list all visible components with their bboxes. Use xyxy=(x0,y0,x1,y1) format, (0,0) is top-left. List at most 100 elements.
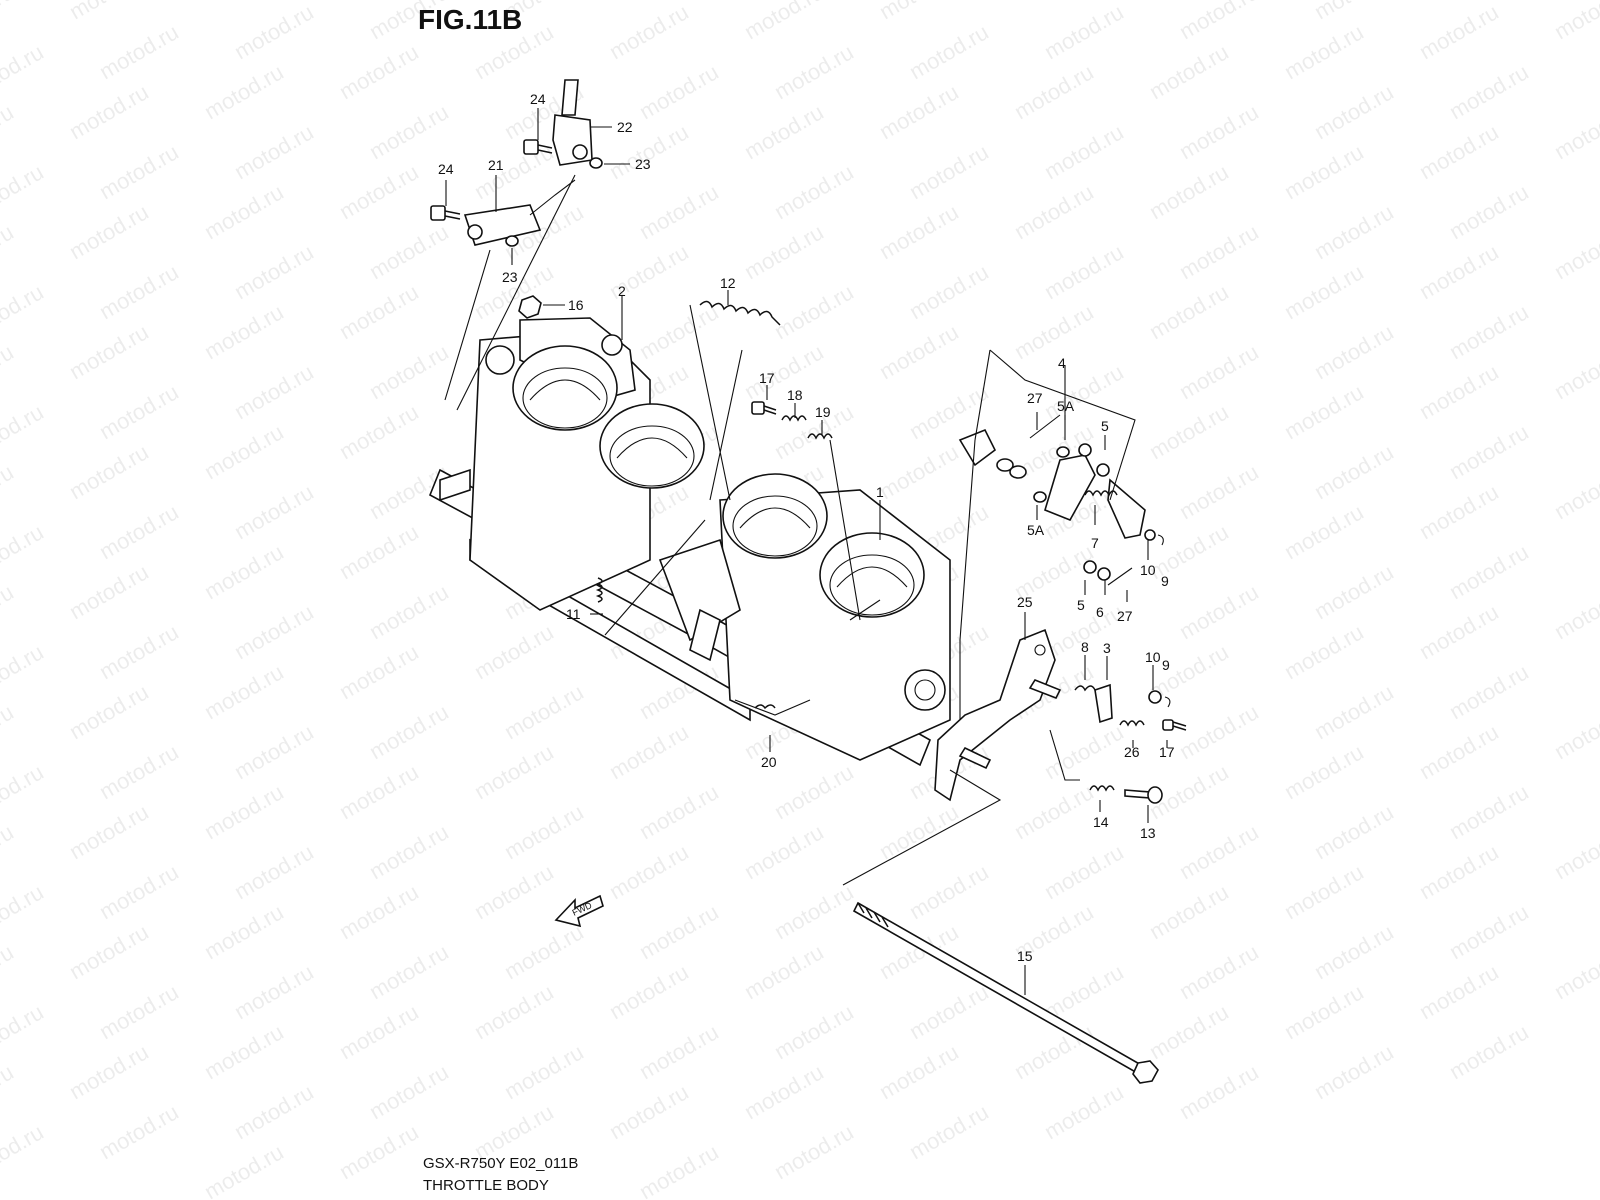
watermark-text: motod.ru xyxy=(230,0,318,64)
watermark-text: motod.ru xyxy=(1415,239,1503,304)
watermark-text: motod.ru xyxy=(1550,0,1600,44)
callout-label: 19 xyxy=(815,404,831,420)
watermark-text: motod.ru xyxy=(470,19,558,84)
watermark-text: motod.ru xyxy=(65,0,153,24)
callout-label: 5 xyxy=(1101,418,1109,434)
screw-13 xyxy=(1124,786,1163,804)
watermark-text: motod.ru xyxy=(1310,319,1398,384)
watermark-text: motod.ru xyxy=(0,399,48,464)
callout-label: 23 xyxy=(502,269,518,285)
throttle-body-assembly xyxy=(428,317,951,767)
callout-label: 26 xyxy=(1124,744,1140,760)
watermark-text: motod.ru xyxy=(95,19,183,84)
watermark-text: motod.ru xyxy=(770,759,858,824)
watermark-text: motod.ru xyxy=(1415,119,1503,184)
nut-16 xyxy=(518,295,542,319)
watermark-text: motod.ru xyxy=(95,739,183,804)
watermark-text: motod.ru xyxy=(335,399,423,464)
watermark-text: motod.ru xyxy=(740,1059,828,1124)
sensor-bracket-21 xyxy=(463,179,576,246)
watermark-text: motod.ru xyxy=(1550,459,1600,524)
callout-label: 12 xyxy=(720,275,736,291)
watermark-text: motod.ru xyxy=(0,1059,18,1124)
forward-arrow-icon: FWD xyxy=(554,894,604,928)
watermark-text: motod.ru xyxy=(1040,1079,1128,1144)
watermark-text: motod.ru xyxy=(770,399,858,464)
watermark-text: motod.ru xyxy=(365,579,453,644)
watermark-text: motod.ru xyxy=(335,759,423,824)
watermark-text: motod.ru xyxy=(635,779,723,844)
watermark-text: motod.ru xyxy=(230,479,318,544)
watermark-text: motod.ru xyxy=(500,799,588,864)
watermark-text: motod.ru xyxy=(0,279,48,344)
watermark-text: motod.ru xyxy=(1280,259,1368,324)
watermark-text: motod.ru xyxy=(1010,1019,1098,1084)
watermark-text: motod.ru xyxy=(200,1139,288,1200)
watermark-text: motod.ru xyxy=(335,39,423,104)
watermark-text: motod.ru xyxy=(335,279,423,344)
watermark-text: motod.ru xyxy=(1445,59,1533,124)
watermark-text: motod.ru xyxy=(200,899,288,964)
watermark-text: motod.ru xyxy=(1310,439,1398,504)
callout-label: 9 xyxy=(1162,657,1170,673)
callout-label: 4 xyxy=(1058,355,1066,371)
watermark-text: motod.ru xyxy=(1175,819,1263,884)
watermark-text: motod.ru xyxy=(95,1099,183,1164)
spring-19 xyxy=(807,433,833,440)
watermark-text: motod.ru xyxy=(0,579,18,644)
watermark-text: motod.ru xyxy=(500,679,588,744)
watermark-text: motod.ru xyxy=(95,619,183,684)
pin-27-lower xyxy=(1107,567,1133,586)
watermark-text: motod.ru xyxy=(1010,59,1098,124)
watermark-text: motod.ru xyxy=(0,999,48,1064)
watermark-text: motod.ru xyxy=(200,779,288,844)
watermark-text: motod.ru xyxy=(740,939,828,1004)
watermark-text: motod.ru xyxy=(1415,839,1503,904)
watermark-text: motod.ru xyxy=(1310,1039,1398,1104)
watermark-text: motod.ru xyxy=(65,79,153,144)
watermark-text: motod.ru xyxy=(1175,1059,1263,1124)
callout-label: 13 xyxy=(1140,825,1156,841)
watermark-text: motod.ru xyxy=(905,979,993,1044)
watermark-text: motod.ru xyxy=(605,719,693,784)
watermark-text: motod.ru xyxy=(770,1119,858,1184)
watermark-text: motod.ru xyxy=(230,959,318,1024)
watermark-text: motod.ru xyxy=(200,59,288,124)
watermark-text: motod.ru xyxy=(335,879,423,944)
watermark-text: motod.ru xyxy=(1415,479,1503,544)
watermark-text: motod.ru xyxy=(0,759,48,824)
watermark-text: motod.ru xyxy=(1445,539,1533,604)
watermark-text: motod.ru xyxy=(1175,459,1263,524)
washer-10-lower xyxy=(1148,690,1162,704)
callout-label: 10 xyxy=(1140,562,1156,578)
watermark-text: motod.ru xyxy=(365,819,453,884)
pin-27-upper xyxy=(1029,414,1061,439)
watermark-text: motod.ru xyxy=(65,799,153,864)
watermark-text: motod.ru xyxy=(605,1079,693,1144)
callout-label: 6 xyxy=(1096,604,1104,620)
callout-label: 10 xyxy=(1145,649,1161,665)
watermark-text: motod.ru xyxy=(1280,19,1368,84)
watermark-text: motod.ru xyxy=(335,519,423,584)
parts-layer: FWD xyxy=(428,79,1187,1084)
watermark-text: motod.ru xyxy=(770,159,858,224)
watermark-text: motod.ru xyxy=(65,559,153,624)
callout-label: 9 xyxy=(1161,573,1169,589)
watermark-text: motod.ru xyxy=(1415,719,1503,784)
watermark-text: motod.ru xyxy=(770,279,858,344)
sensor-bracket-22 xyxy=(552,79,593,166)
watermark-text: motod.ru xyxy=(605,959,693,1024)
watermark-text: motod.ru xyxy=(0,459,18,524)
watermark-text: motod.ru xyxy=(230,239,318,304)
watermark-text: motod.ru xyxy=(1145,159,1233,224)
watermark-text: motod.ru xyxy=(875,439,963,504)
callout-label: 5A xyxy=(1057,398,1075,414)
callout-labels: 24 22 23 24 21 23 16 2 12 4 27 5A 5 17 1… xyxy=(438,91,1175,964)
watermark-text: motod.ru xyxy=(1040,359,1128,424)
watermark-text: motod.ru xyxy=(635,1019,723,1084)
watermark-text: motod.ru xyxy=(1310,199,1398,264)
watermark-text: motod.ru xyxy=(230,719,318,784)
watermark-text: motod.ru xyxy=(0,939,18,1004)
watermark-text: motod.ru xyxy=(1550,219,1600,284)
